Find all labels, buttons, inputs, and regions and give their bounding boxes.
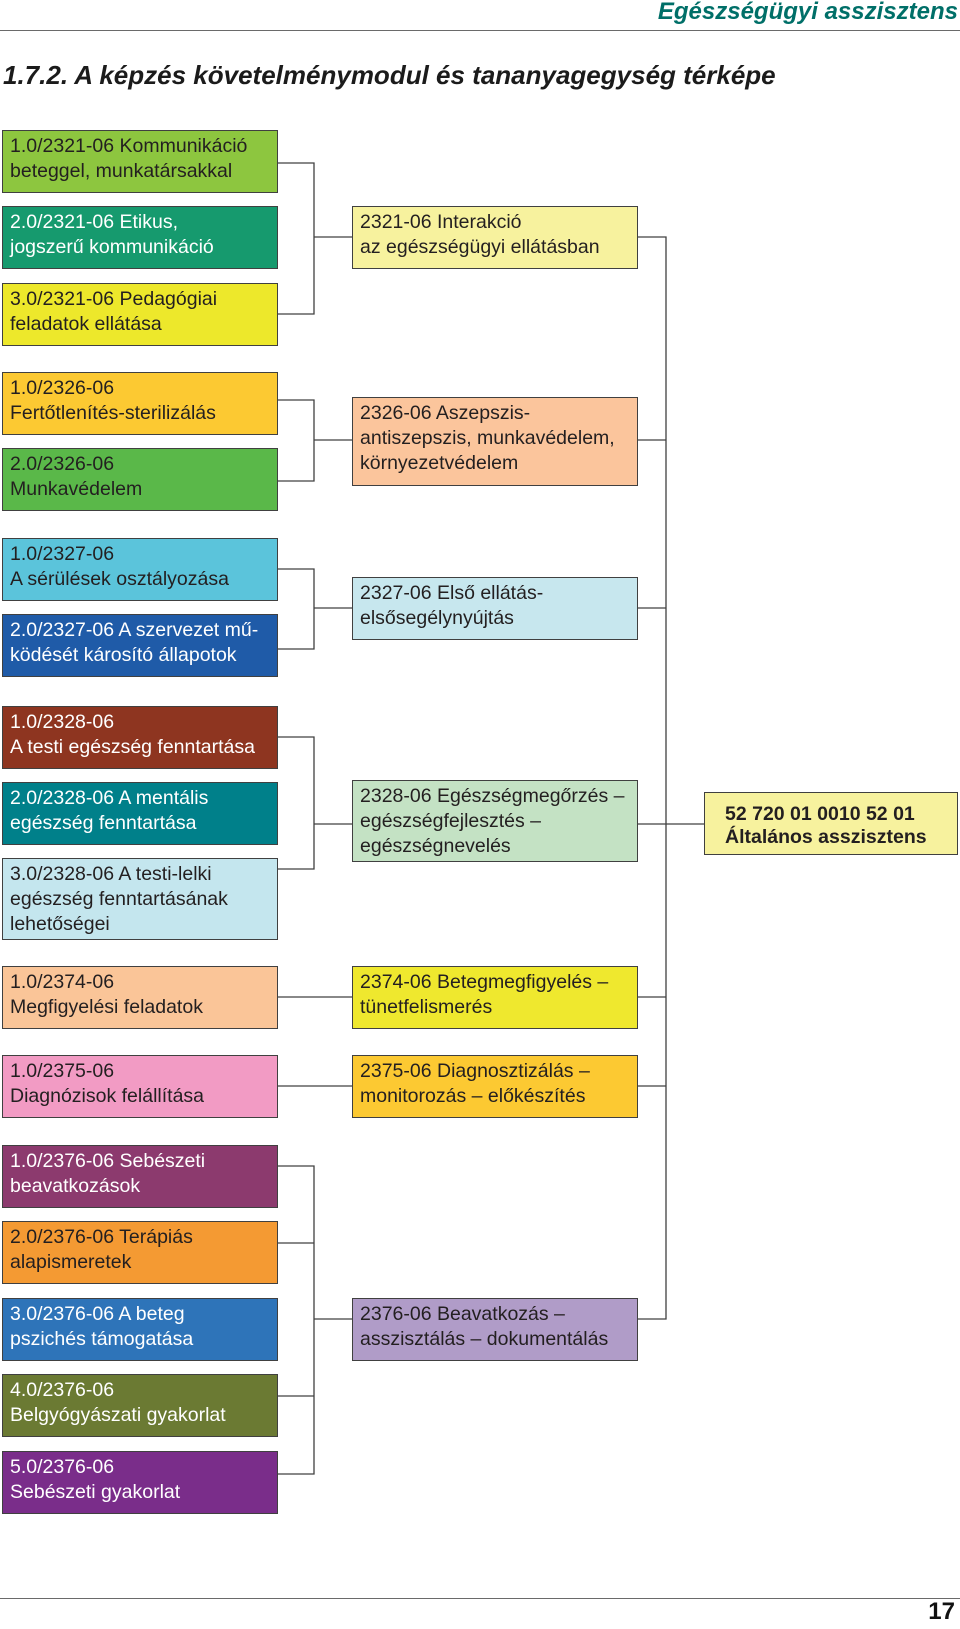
page-number: 17 <box>928 1598 955 1625</box>
module-2327: 2327-06 Első ellátás- elsősegélynyújtás <box>352 577 638 640</box>
module-2321: 2321-06 Interakció az egészségügyi ellát… <box>352 206 638 269</box>
unit-2376-1: 1.0/2376-06 Sebészeti beavatkozások <box>2 1145 278 1208</box>
module-2328: 2328-06 Egészségmegőrzés – egészségfejle… <box>352 780 638 862</box>
module-2326: 2326-06 Aszepszis- antiszepszis, munkavé… <box>352 397 638 486</box>
unit-2375-1: 1.0/2375-06 Diagnózisok felállítása <box>2 1055 278 1118</box>
connector-2376 <box>278 1165 315 1475</box>
unit-2376-3: 3.0/2376-06 A beteg pszichés támogatása <box>2 1298 278 1361</box>
unit-2321-1: 1.0/2321-06 Kommunikáció beteggel, munka… <box>2 130 278 193</box>
connector-2327 <box>278 568 315 650</box>
unit-2327-2: 2.0/2327-06 A szervezet mű- ködését káro… <box>2 614 278 677</box>
module-2375: 2375-06 Diagnosztizálás – monitorozás – … <box>352 1055 638 1118</box>
running-header: Egészségügyi asszisztens <box>657 0 958 25</box>
connector-modules <box>638 236 667 1320</box>
unit-2326-1: 1.0/2326-06 Fertőtlenítés-sterilizálás <box>2 372 278 435</box>
header-rule <box>0 30 960 31</box>
unit-2321-3: 3.0/2321-06 Pedagógiai feladatok ellátás… <box>2 283 278 346</box>
footer-rule <box>0 1598 960 1599</box>
unit-2376-2: 2.0/2376-06 Terápiás alapismeretek <box>2 1221 278 1284</box>
module-2376: 2376-06 Beavatkozás – asszisztálás – dok… <box>352 1298 638 1361</box>
unit-2328-3: 3.0/2328-06 A testi-lelki egészség fennt… <box>2 858 278 940</box>
unit-2321-2: 2.0/2321-06 Etikus, jogszerű kommunikáci… <box>2 206 278 269</box>
unit-2376-4: 4.0/2376-06 Belgyógyászati gyakorlat <box>2 1374 278 1437</box>
unit-2326-2: 2.0/2326-06 Munkavédelem <box>2 448 278 511</box>
connector-2326 <box>278 399 315 482</box>
connector-2328 <box>278 736 315 870</box>
section-title: 1.7.2. A képzés követelménymodul és tana… <box>3 60 776 90</box>
unit-2328-1: 1.0/2328-06 A testi egészség fenntartása <box>2 706 278 769</box>
unit-2376-5: 5.0/2376-06 Sebészeti gyakorlat <box>2 1451 278 1514</box>
connector-2321 <box>278 162 315 315</box>
unit-2327-1: 1.0/2327-06 A sérülések osztályozása <box>2 538 278 601</box>
module-2374: 2374-06 Betegmegfigyelés – tünetfelismer… <box>352 966 638 1029</box>
unit-2328-2: 2.0/2328-06 A mentális egészség fenntart… <box>2 782 278 845</box>
unit-2374-1: 1.0/2374-06 Megfigyelési feladatok <box>2 966 278 1029</box>
qualification-box: 52 720 01 0010 52 01 Általános assziszte… <box>704 792 958 855</box>
